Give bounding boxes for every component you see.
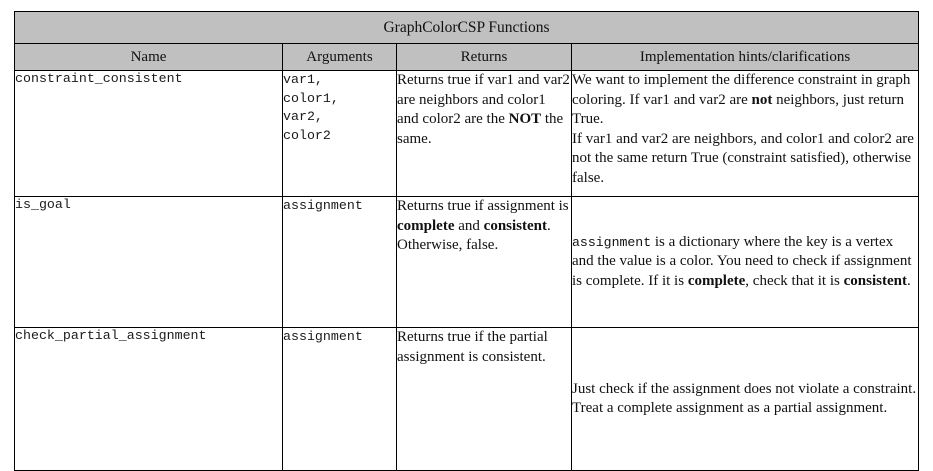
table-title: GraphColorCSP Functions xyxy=(13,11,920,44)
column-header-name: Name xyxy=(14,43,283,71)
table-row: check_partial_assignment assignment Retu… xyxy=(14,327,920,471)
functions-table: GraphColorCSP Functions Name Arguments R… xyxy=(13,11,920,471)
function-arguments: assignment xyxy=(282,196,397,328)
function-returns: Returns true if var1 and var2 are neighb… xyxy=(396,70,572,197)
function-arguments: var1, color1, var2, color2 xyxy=(282,70,397,197)
column-header-arguments: Arguments xyxy=(282,43,397,71)
table-title-row: GraphColorCSP Functions xyxy=(13,11,920,44)
table-row: is_goal assignment Returns true if assig… xyxy=(14,196,920,328)
function-name: check_partial_assignment xyxy=(14,327,283,471)
column-header-implementation-hints: Implementation hints/clarifications xyxy=(570,43,920,71)
function-implementation-hint: Just check if the assignment does not vi… xyxy=(570,327,920,471)
function-implementation-hint: assignment is a dictionary where the key… xyxy=(570,196,920,328)
function-name: is_goal xyxy=(14,196,283,328)
function-returns: Returns true if assignment is complete a… xyxy=(396,196,572,328)
function-name: constraint_consistent xyxy=(14,70,283,197)
function-arguments: assignment xyxy=(282,327,397,471)
table-header-row: Name Arguments Returns Implementation hi… xyxy=(14,43,920,71)
function-returns: Returns true if the partial assignment i… xyxy=(396,327,572,471)
table-row: constraint_consistent var1, color1, var2… xyxy=(14,70,920,197)
function-implementation-hint: We want to implement the difference cons… xyxy=(570,70,920,197)
column-header-returns: Returns xyxy=(396,43,572,71)
